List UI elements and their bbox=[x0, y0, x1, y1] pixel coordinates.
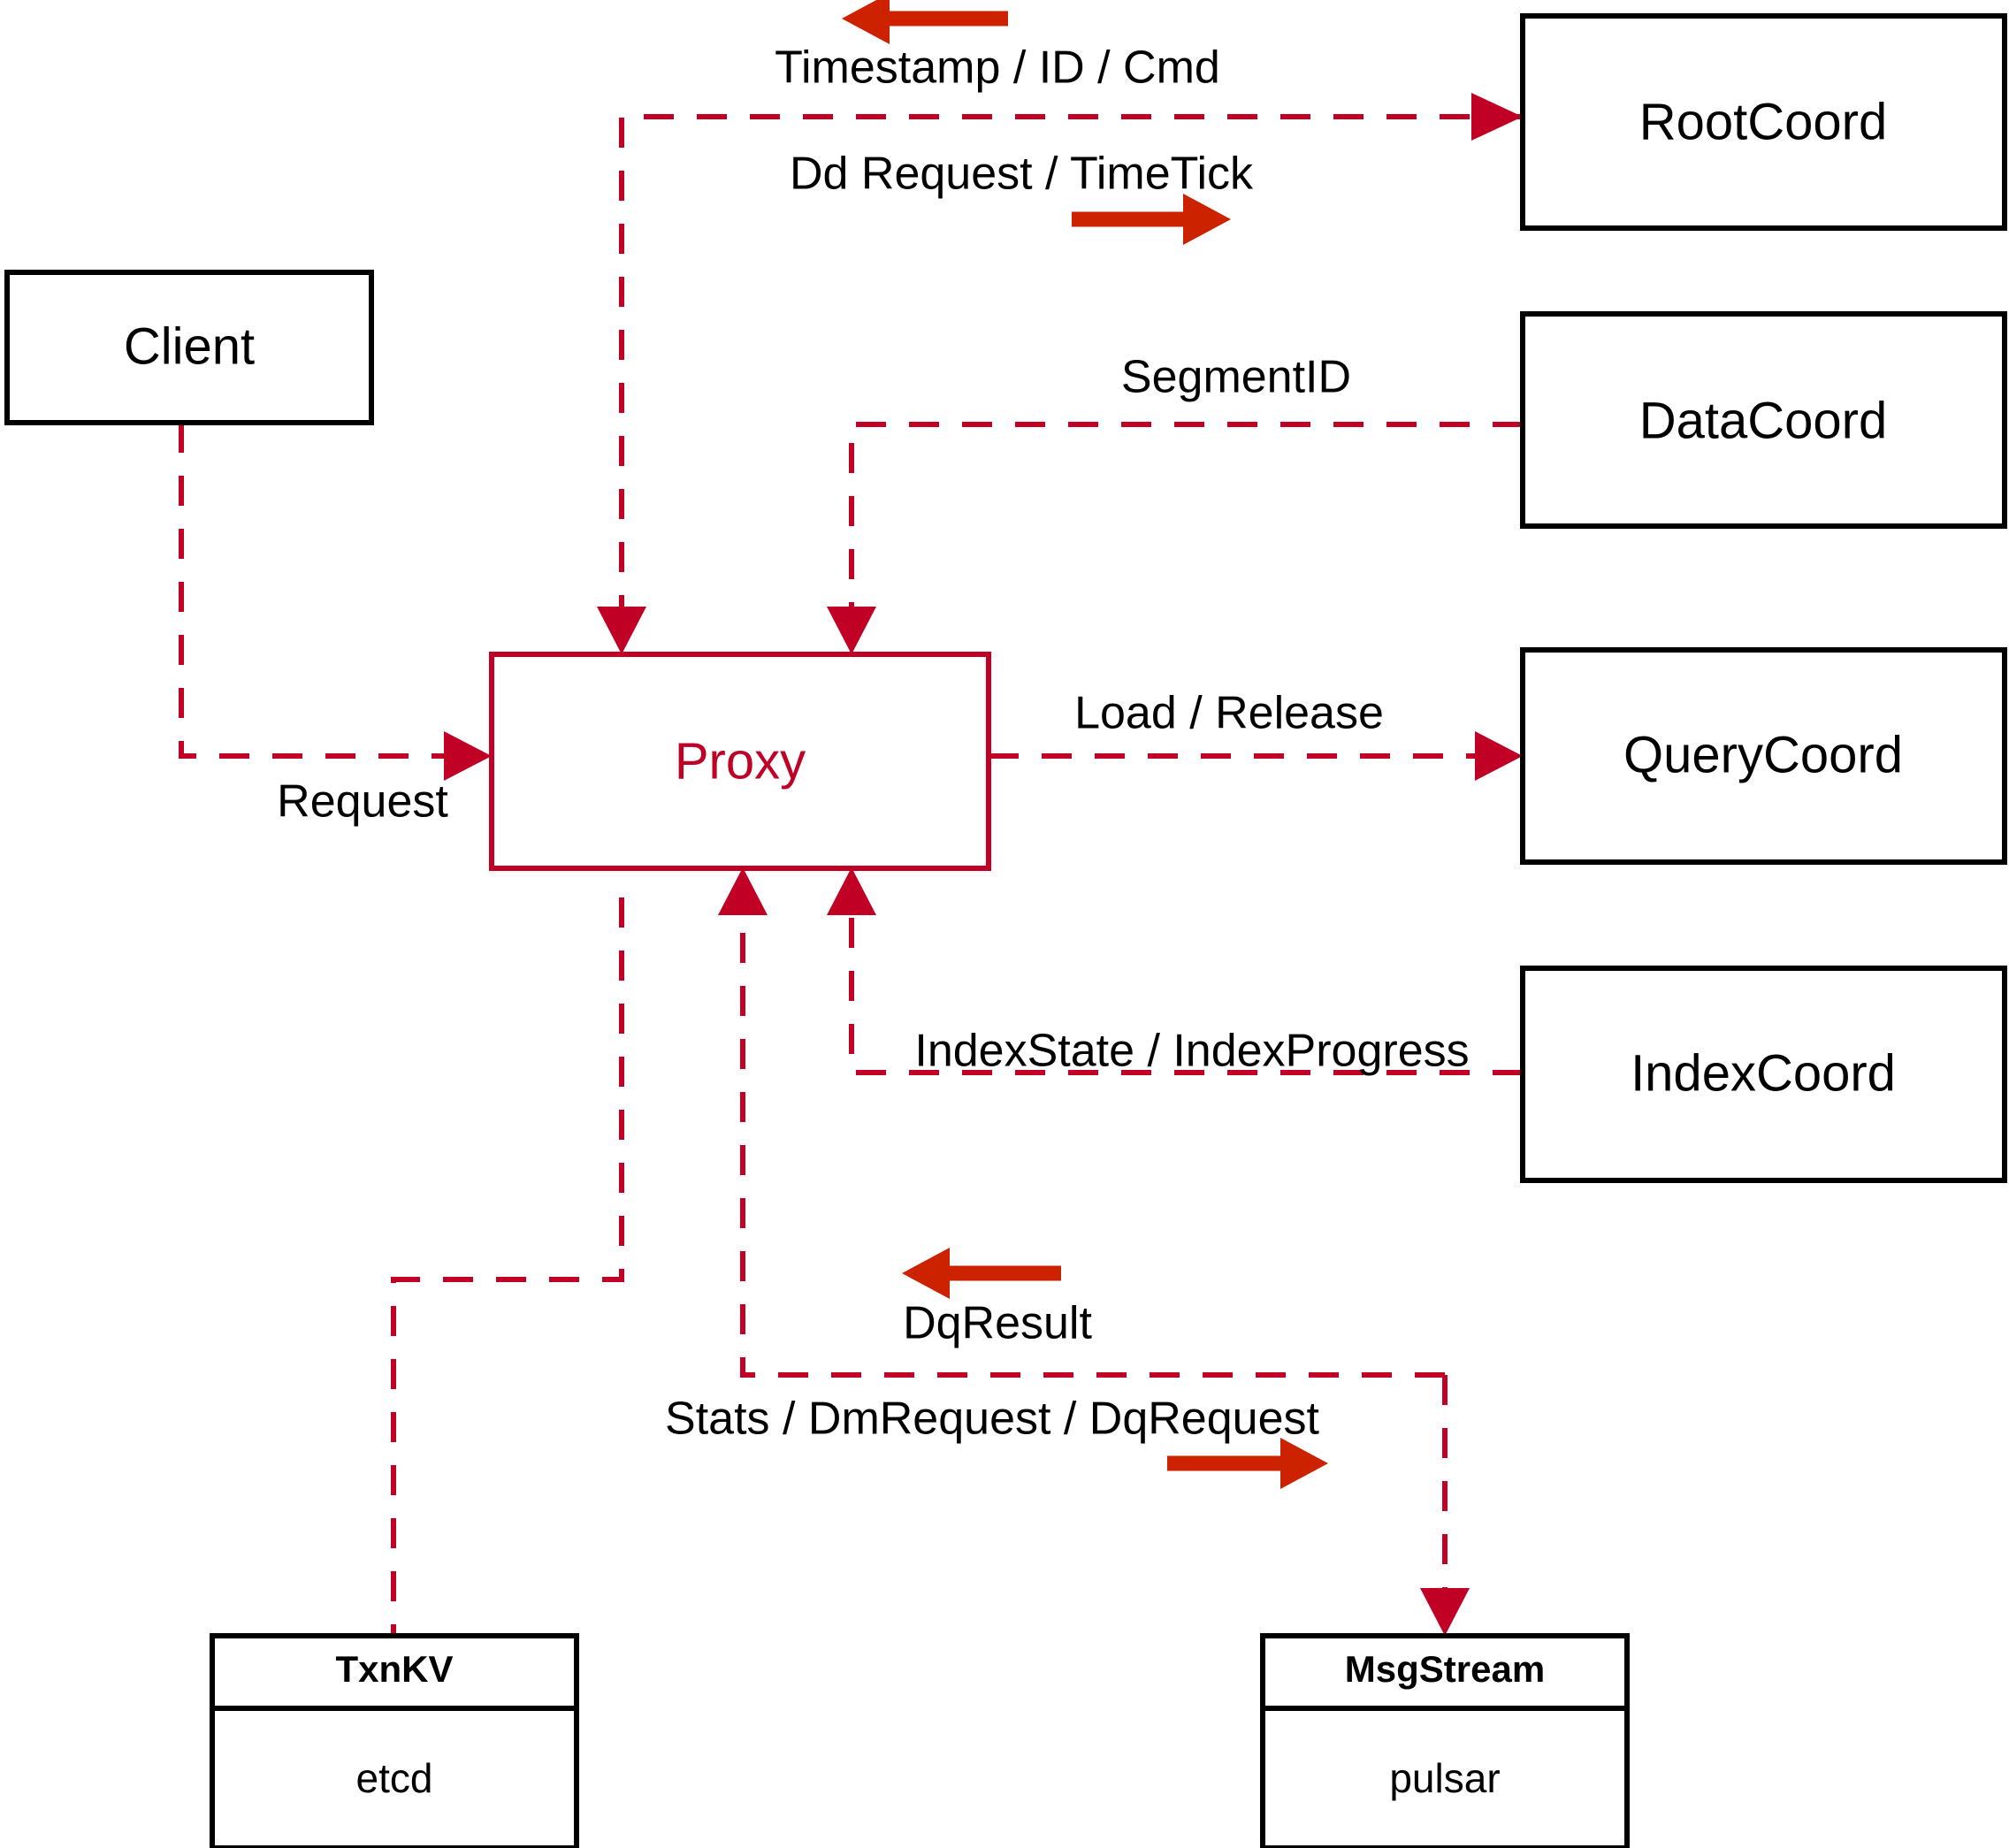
edge-index-to-proxy-line bbox=[849, 897, 1523, 1075]
node-data-coord-box[interactable] bbox=[1520, 311, 2007, 529]
edge-index-to-proxy-arrowhead bbox=[827, 867, 876, 915]
node-proxy[interactable]: Proxy bbox=[489, 652, 991, 871]
node-index-coord-box[interactable] bbox=[1520, 966, 2007, 1183]
edge-client-to-proxy-arrowhead bbox=[444, 731, 492, 781]
edge-index-to-proxy bbox=[827, 867, 1523, 1075]
node-index-coord-label: IndexCoord bbox=[1631, 1044, 1896, 1102]
edge-label-request: Request bbox=[277, 776, 448, 828]
edge-label-dd-request-timetick: Dd Request / TimeTick bbox=[790, 149, 1254, 200]
node-query-coord-label: QueryCoord bbox=[1623, 726, 1903, 783]
node-root-coord-label: RootCoord bbox=[1639, 93, 1887, 150]
edge-proxy-to-root-arrowhead bbox=[1471, 93, 1523, 141]
node-proxy-box[interactable] bbox=[489, 652, 991, 871]
direction-arrow-right-ddrequest bbox=[1072, 194, 1231, 245]
edge-root-to-proxy bbox=[597, 114, 1523, 654]
edge-proxy-to-root bbox=[1471, 93, 1523, 141]
node-msgstream-title: MsgStream bbox=[1345, 1648, 1545, 1690]
edge-label-segmentid: SegmentID bbox=[1121, 352, 1351, 403]
edge-label-stats-dmrequest-dqrequest: Stats / DmRequest / DqRequest bbox=[665, 1394, 1319, 1445]
node-proxy-label: Proxy bbox=[675, 732, 806, 790]
node-data-coord-label: DataCoord bbox=[1639, 392, 1887, 449]
edge-client-to-proxy bbox=[179, 423, 492, 781]
edge-label-load-release: Load / Release bbox=[1074, 688, 1384, 739]
node-txnkv-box[interactable] bbox=[210, 1633, 579, 1848]
edge-label-indexstate-indexprogress: IndexState / IndexProgress bbox=[914, 1026, 1469, 1077]
node-root-coord-box[interactable] bbox=[1520, 13, 2007, 231]
direction-arrow-right-dqrequest bbox=[1167, 1438, 1328, 1489]
direction-arrow-left-dqresult-head bbox=[902, 1248, 950, 1299]
edge-msgstream-to-proxy bbox=[718, 867, 1445, 1378]
edge-proxy-to-txnkv-line bbox=[391, 897, 624, 1636]
node-index-coord[interactable]: IndexCoord bbox=[1520, 966, 2007, 1183]
edge-label-timestamp-id-cmd: Timestamp / ID / Cmd bbox=[775, 42, 1220, 94]
edge-root-to-proxy-line bbox=[619, 114, 1523, 624]
node-msgstream-impl: pulsar bbox=[1389, 1755, 1500, 1801]
node-client-label: Client bbox=[124, 317, 255, 375]
edge-proxy-to-query bbox=[989, 731, 1523, 781]
edge-proxy-to-msgstream bbox=[1420, 1375, 1470, 1636]
direction-arrow-left-top bbox=[842, 0, 1008, 44]
node-query-coord[interactable]: QueryCoord bbox=[1520, 647, 2007, 865]
node-root-coord[interactable]: RootCoord bbox=[1520, 13, 2007, 231]
edge-msgstream-to-proxy-arrowhead bbox=[718, 867, 768, 915]
node-data-coord[interactable]: DataCoord bbox=[1520, 311, 2007, 529]
edge-data-to-proxy-line bbox=[849, 422, 1523, 624]
node-txnkv[interactable]: TxnKV etcd bbox=[210, 1633, 579, 1848]
direction-arrow-right-dqrequest-head bbox=[1280, 1438, 1328, 1489]
direction-arrow-left-dqresult bbox=[902, 1248, 1061, 1299]
node-txnkv-title: TxnKV bbox=[335, 1648, 453, 1690]
edge-msgstream-to-proxy-line bbox=[740, 897, 1445, 1378]
direction-arrow-right-ddrequest-head bbox=[1183, 194, 1231, 245]
edge-proxy-to-msgstream-arrowhead bbox=[1420, 1588, 1470, 1636]
node-client[interactable]: Client bbox=[4, 270, 374, 425]
node-client-box[interactable] bbox=[4, 270, 374, 425]
direction-arrow-left-top-head bbox=[842, 0, 890, 44]
edge-data-to-proxy-arrowhead bbox=[827, 607, 876, 654]
edge-client-to-proxy-line bbox=[179, 423, 462, 759]
edge-label-dqresult: DqResult bbox=[903, 1298, 1092, 1349]
node-msgstream-box[interactable] bbox=[1260, 1633, 1630, 1848]
node-query-coord-box[interactable] bbox=[1520, 647, 2007, 865]
node-txnkv-impl: etcd bbox=[356, 1755, 433, 1801]
edge-proxy-to-query-arrowhead bbox=[1475, 731, 1523, 781]
node-msgstream[interactable]: MsgStream pulsar bbox=[1260, 1633, 1630, 1848]
edge-root-to-proxy-arrowhead bbox=[597, 607, 646, 654]
edge-data-to-proxy bbox=[827, 422, 1523, 654]
edge-proxy-to-txnkv bbox=[391, 897, 624, 1636]
